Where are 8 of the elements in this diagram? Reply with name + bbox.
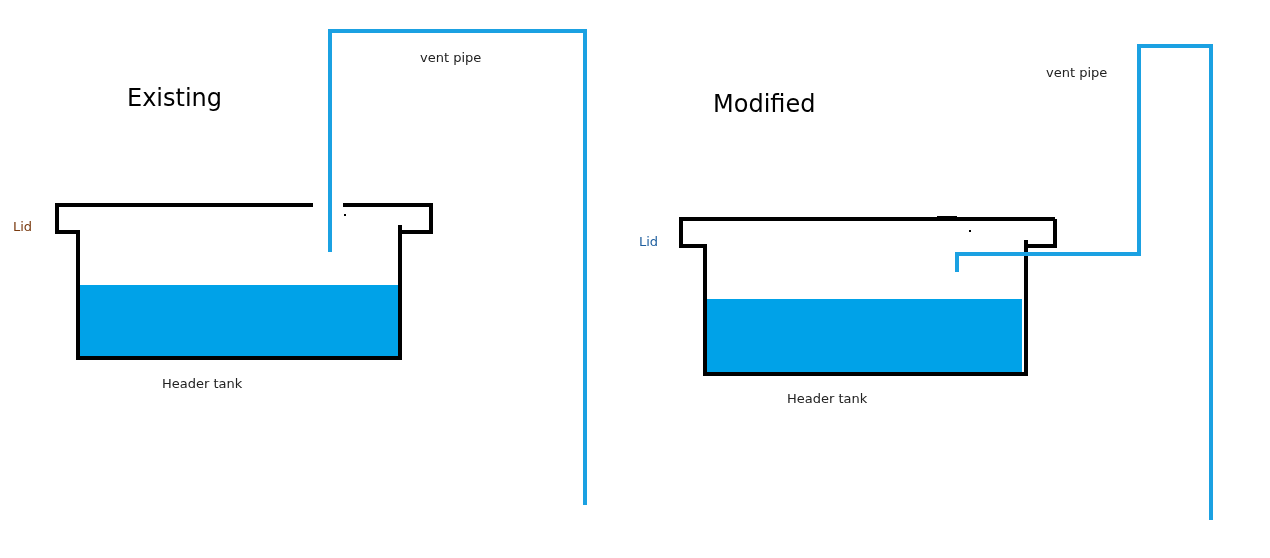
lid-label: Lid — [13, 219, 33, 236]
pipe-label: vent pipe — [1046, 65, 1108, 82]
panel-title: Modified — [713, 89, 816, 119]
lid-label: Lid — [639, 234, 659, 251]
tank-label: Header tank — [787, 391, 868, 408]
panel-title: Existing — [127, 83, 223, 113]
tank-label: Header tank — [162, 376, 243, 393]
pipe-label: vent pipe — [420, 50, 482, 67]
